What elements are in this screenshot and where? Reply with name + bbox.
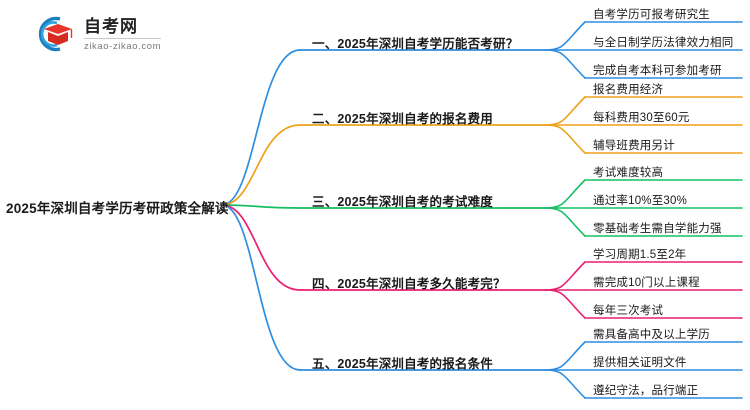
leaf-connector-4-3 [544, 289, 586, 319]
leaf-connector-2-1 [544, 96, 586, 126]
branch-connector-2 [221, 124, 301, 206]
leaf-connector-5-1 [544, 341, 586, 371]
leaf-connector-1-3 [544, 49, 586, 79]
branch-connector-1 [221, 49, 301, 206]
leaf-label-1-1[interactable]: 自考学历可报考研究生 [593, 9, 710, 21]
leaf-connector-1-1 [544, 21, 586, 51]
logo-site-name: 自考网 [84, 18, 162, 40]
leaf-connector-5-3 [544, 369, 586, 399]
branch-connector-3 [221, 204, 301, 209]
site-logo: 自考网 zikao-zikao.com [30, 12, 220, 56]
leaf-label-3-1[interactable]: 考试难度较高 [593, 167, 664, 179]
graduation-cap-icon [38, 16, 73, 52]
root-node-label[interactable]: 2025年深圳自考学历考研政策全解读 [6, 201, 229, 216]
leaf-label-1-2[interactable]: 与全日制学历法律效力相同 [593, 37, 734, 49]
leaf-label-3-2[interactable]: 通过率10%至30% [593, 195, 688, 207]
leaf-label-5-2[interactable]: 提供相关证明文件 [593, 357, 687, 369]
branch-label-1[interactable]: 一、2025年深圳自考学历能否考研？ [312, 37, 519, 51]
branch-label-2[interactable]: 二、2025年深圳自考的报名费用 [312, 112, 494, 126]
leaf-label-5-3[interactable]: 遵纪守法，品行端正 [593, 385, 699, 397]
leaf-label-5-1[interactable]: 需具备高中及以上学历 [593, 329, 710, 341]
leaf-connector-3-3 [544, 207, 586, 237]
leaf-connector-3-1 [544, 179, 586, 209]
leaf-label-4-1[interactable]: 学习周期1.5至2年 [593, 249, 687, 261]
leaf-label-4-2[interactable]: 需完成10门以上课程 [593, 277, 700, 289]
branch-label-4[interactable]: 四、2025年深圳自考多久能考完？ [312, 277, 506, 291]
leaf-label-2-2[interactable]: 每科费用30至60元 [593, 112, 690, 124]
branch-connector-4 [221, 204, 301, 291]
branch-connector-5 [221, 204, 301, 371]
leaf-connector-2-3 [544, 124, 586, 154]
branch-label-3[interactable]: 三、2025年深圳自考的考试难度 [312, 195, 494, 209]
branch-label-5[interactable]: 五、2025年深圳自考的报名条件 [312, 357, 494, 371]
leaf-label-4-3[interactable]: 每年三次考试 [593, 305, 664, 317]
leaf-label-2-1[interactable]: 报名费用经济 [593, 84, 664, 96]
leaf-connector-4-1 [544, 261, 586, 291]
logo-site-url: zikao-zikao.com [84, 41, 162, 53]
leaf-label-3-3[interactable]: 零基础考生需自学能力强 [593, 223, 722, 235]
leaf-label-2-3[interactable]: 辅导班费用另计 [593, 140, 675, 152]
logo-text-block: 自考网 zikao-zikao.com [84, 16, 162, 53]
leaf-label-1-3[interactable]: 完成自考本科可参加考研 [593, 65, 722, 77]
